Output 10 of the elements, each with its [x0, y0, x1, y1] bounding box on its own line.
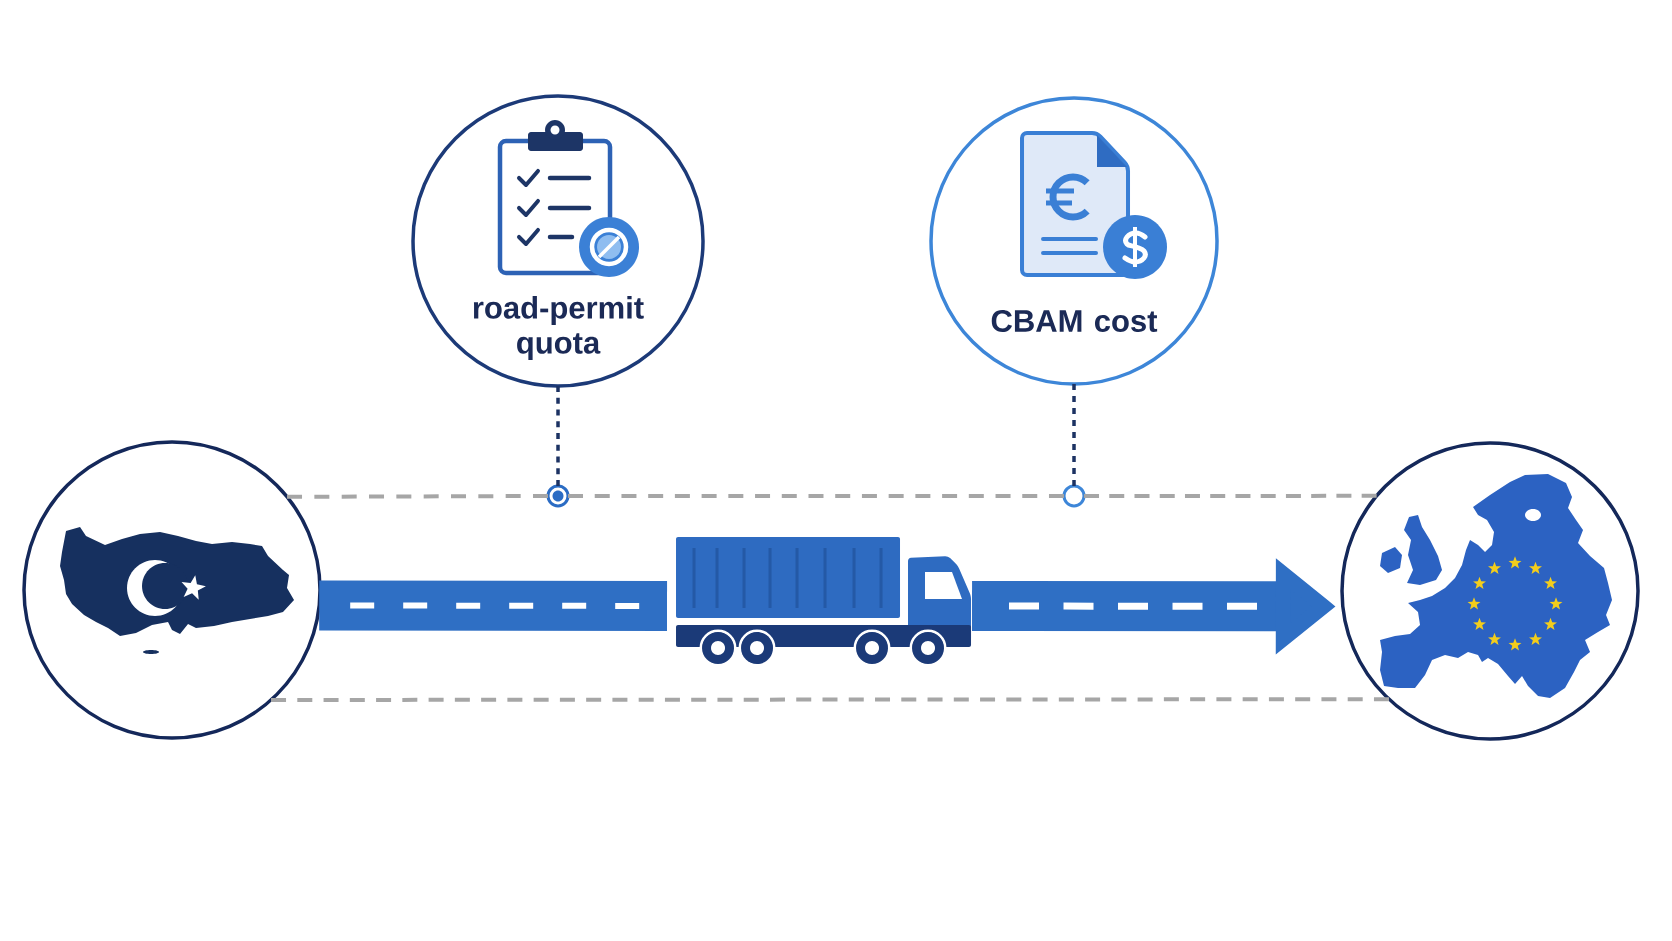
marker-dot — [546, 484, 570, 508]
dashed-line — [1084, 493, 1377, 498]
dashed-line — [568, 494, 1064, 498]
truck-illustration — [676, 537, 971, 667]
leader-line — [556, 386, 560, 486]
road-line — [319, 580, 667, 631]
dashed-line — [287, 494, 548, 499]
dashed-line — [271, 697, 1390, 702]
marker-ring — [1062, 484, 1086, 508]
leader-line — [1072, 384, 1076, 486]
